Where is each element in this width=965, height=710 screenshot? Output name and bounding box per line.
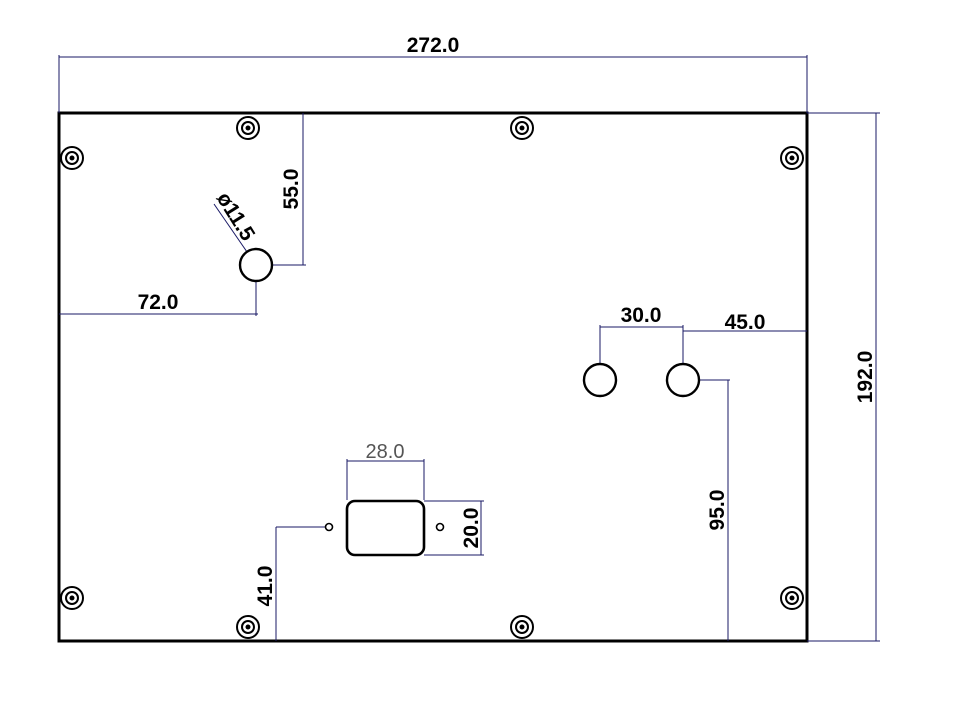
right-hole-left	[582, 362, 618, 398]
screw-icon	[780, 146, 804, 170]
hole-from-top-label: 55.0	[280, 169, 303, 210]
screw-icon	[780, 586, 804, 610]
right-hole-from-bottom-dimension: 95.0	[683, 379, 730, 641]
connector-slot	[345, 499, 426, 557]
screw-icon	[236, 615, 260, 639]
slot-height-label: 20.0	[460, 508, 483, 549]
slot-from-bottom-label: 41.0	[254, 566, 277, 607]
screw-icon	[60, 146, 84, 170]
hole-spacing-label: 30.0	[621, 304, 662, 327]
hole-from-left-dimension: 72.0	[59, 265, 258, 316]
overall-width-dimension: 272.0	[58, 34, 808, 113]
screw-icon	[236, 116, 260, 140]
slot-width-dimension: 28.0	[346, 441, 425, 500]
mounting-screws	[60, 116, 804, 639]
right-hole-right	[665, 362, 701, 398]
overall-width-label: 272.0	[407, 34, 460, 57]
hole-from-left-label: 72.0	[138, 291, 179, 314]
hole-from-top-dimension: 55.0	[258, 113, 306, 266]
slot-width-label: 28.0	[366, 441, 405, 463]
overall-height-dimension: 192.0	[807, 112, 880, 642]
slot-screw-hole-right	[435, 522, 445, 532]
screw-icon	[60, 586, 84, 610]
upper-left-hole	[238, 247, 274, 283]
right-hole-from-bottom-label: 95.0	[706, 490, 729, 531]
screw-icon	[510, 116, 534, 140]
overall-height-label: 192.0	[854, 351, 877, 404]
right-hole-offset-dimension: 45.0	[683, 311, 807, 334]
screw-icon	[510, 615, 534, 639]
right-hole-offset-label: 45.0	[725, 311, 766, 334]
slot-screw-hole-left	[324, 522, 334, 532]
slot-from-bottom-dimension: 41.0	[254, 526, 329, 641]
slot-height-dimension: 20.0	[424, 500, 484, 556]
